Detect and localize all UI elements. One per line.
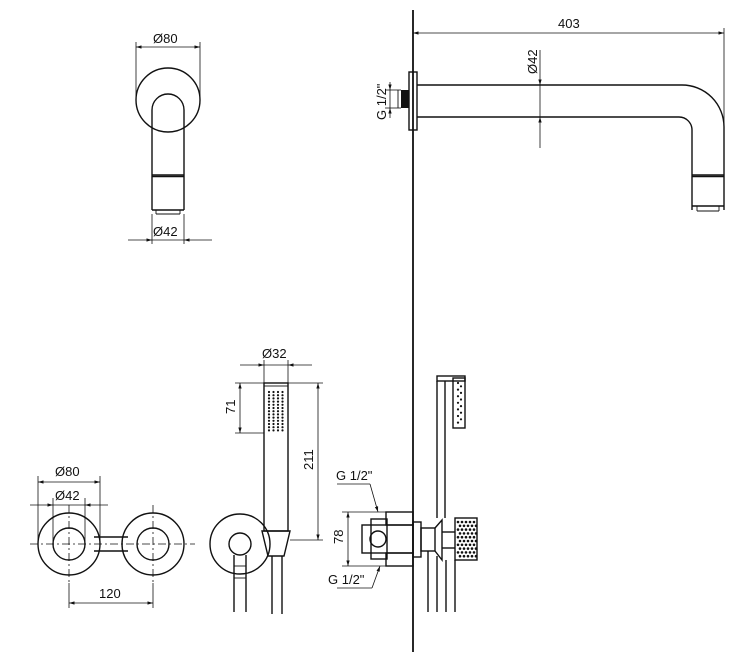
valves-inner-diameter-label: Ø42 (55, 488, 80, 503)
handshower-side-nozzles (456, 381, 463, 424)
handshower-front-view: Ø32 71 211 (209, 346, 323, 614)
valve-body-side-view: G 1/2" 78 G 1/2" (328, 375, 478, 612)
body-height-label: 78 (331, 530, 346, 544)
spout-tube-diameter-label: Ø42 (525, 49, 540, 74)
handshower-head-length-label: 71 (223, 400, 238, 414)
spout-front-view: Ø80 Ø42 (128, 31, 212, 244)
knurled-grip-pattern (456, 520, 478, 558)
spout-front-diameter-outer-label: Ø80 (153, 31, 178, 46)
spout-side-view: 403 Ø42 G 1/2" (374, 16, 725, 212)
spout-length-label: 403 (558, 16, 580, 31)
handshower-nozzles (267, 390, 284, 432)
valves-front-view: Ø80 Ø42 120 (30, 464, 195, 608)
handshower-total-length-label: 211 (301, 449, 316, 470)
body-thread-bottom-label: G 1/2" (328, 572, 365, 587)
valves-spacing-label: 120 (99, 586, 121, 601)
body-thread-top-label: G 1/2" (336, 468, 373, 483)
spout-front-diameter-inner-label: Ø42 (153, 224, 178, 239)
spout-thread-label: G 1/2" (374, 83, 389, 120)
handshower-diameter-label: Ø32 (262, 346, 287, 361)
valves-outer-diameter-label: Ø80 (55, 464, 80, 479)
